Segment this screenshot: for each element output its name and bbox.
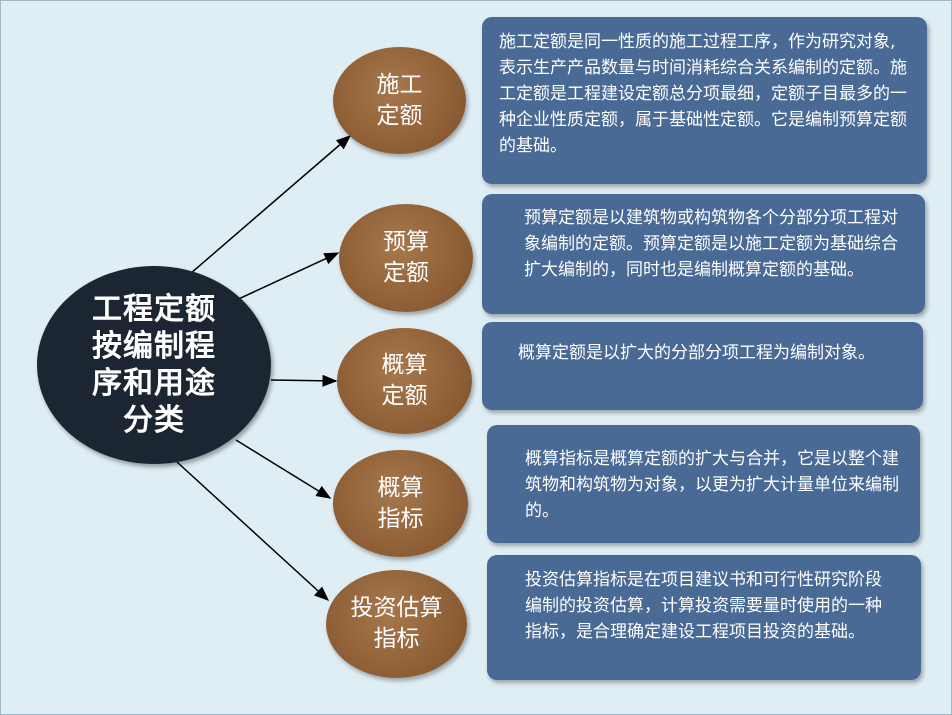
description-text: 概算定额是以扩大的分部分项工程为编制对象。	[518, 343, 875, 363]
arrow-to-node-5	[176, 461, 330, 602]
description-text: 施工定额是同一性质的施工过程工序，作为研究对象,表示生产产品数量与时间消耗综合关…	[499, 32, 907, 156]
node-label: 预算定额	[383, 229, 429, 286]
arrow-to-node-3	[270, 374, 338, 387]
node-label: 概算定额	[381, 352, 428, 409]
description-box-1: 施工定额是同一性质的施工过程工序，作为研究对象,表示生产产品数量与时间消耗综合关…	[482, 17, 927, 184]
center-topic-label: 工程定额按编制程序和用途分类	[92, 292, 216, 438]
arrow-to-node-2	[231, 252, 340, 303]
node-label: 投资估算指标	[350, 595, 443, 652]
description-box-2: 预算定额是以建筑物或构筑物各个分部分项工程对象编制的定额。预算定额是以施工定额为…	[482, 194, 925, 314]
description-box-5: 投资估算指标是在项目建议书和可行性研究阶段编制的投资估算，计算投资需要量时使用的…	[487, 555, 921, 680]
node-investment-index: 投资估算指标	[326, 570, 467, 678]
node-estimate-index: 概算指标	[333, 450, 468, 557]
description-box-3: 概算定额是以扩大的分部分项工程为编制对象。	[482, 322, 923, 410]
node-label: 施工定额	[376, 71, 423, 129]
description-text: 预算定额是以建筑物或构筑物各个分部分项工程对象编制的定额。预算定额是以施工定额为…	[524, 208, 898, 280]
node-label: 概算指标	[377, 474, 424, 532]
description-text: 概算指标是概算定额的扩大与合并，它是以整个建筑物和构筑物为对象，以更为扩大计量单…	[525, 449, 899, 521]
arrow-to-node-4	[235, 439, 332, 499]
node-estimate-quota: 概算定额	[337, 328, 472, 434]
arrow-to-node-1	[182, 135, 352, 281]
description-text: 投资估算指标是在项目建议书和可行性研究阶段编制的投资估算，计算投资需要量时使用的…	[525, 570, 882, 642]
description-box-4: 概算指标是概算定额的扩大与合并，它是以整个建筑物和构筑物为对象，以更为扩大计量单…	[487, 425, 920, 543]
node-budget-quota: 预算定额	[339, 204, 473, 312]
center-topic: 工程定额按编制程序和用途分类	[37, 266, 271, 464]
node-construction-quota: 施工定额	[333, 47, 466, 154]
